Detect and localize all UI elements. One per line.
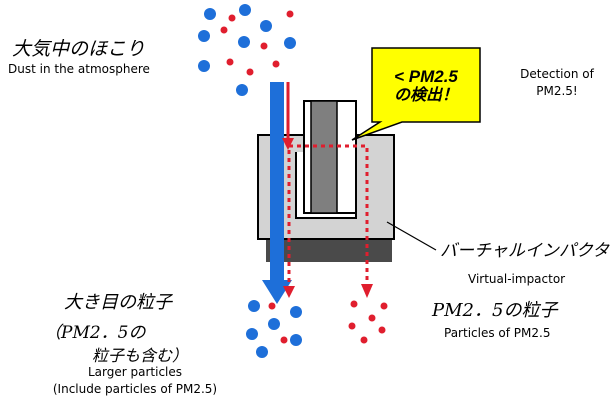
callout-text: < PM2.5 の検出！	[372, 50, 480, 122]
small-particle	[286, 10, 294, 18]
pm25-particles-label-jp: PM2．5の粒子	[432, 300, 558, 321]
dust-particle-cloud	[198, 4, 296, 96]
larger-particles-note-jp-2: 粒子も含む）	[92, 346, 189, 365]
pm25-particle-cluster	[348, 300, 388, 344]
small-particle	[280, 336, 288, 344]
large-particle	[256, 346, 268, 358]
small-particle	[348, 322, 356, 330]
large-particle	[260, 20, 272, 32]
large-particle	[198, 30, 210, 42]
detection-label: Detection of PM2.5!	[512, 66, 602, 101]
detection-line-2: PM2.5!	[536, 84, 578, 99]
impactor-leader-line	[386, 221, 437, 251]
larger-particles-label-jp: 大き目の粒子	[64, 292, 172, 313]
small-particle-side-flow	[289, 144, 369, 288]
large-particle	[198, 60, 210, 72]
impactor-base	[266, 236, 392, 262]
large-particle	[248, 300, 260, 312]
callout-line-1: < PM2.5	[394, 67, 458, 87]
detection-callout	[351, 47, 481, 141]
large-particle	[236, 84, 248, 96]
small-particle	[380, 302, 388, 310]
small-particle-inflow-arrowhead	[282, 138, 294, 150]
large-particle-flow	[270, 82, 284, 282]
small-particle	[246, 68, 254, 76]
callout-balloon	[351, 47, 481, 141]
detection-line-1: Detection of	[520, 67, 594, 81]
large-particle	[238, 36, 250, 48]
large-particle	[239, 4, 251, 16]
small-particle	[368, 314, 376, 322]
large-particle	[268, 318, 280, 330]
pm25-particles-label-en: Particles of PM2.5	[444, 326, 551, 340]
small-particle	[350, 300, 358, 308]
small-particle	[260, 42, 268, 50]
small-particle	[268, 302, 276, 310]
larger-particles-en-line-1: Larger particles	[87, 365, 183, 379]
side-flow-arrowhead	[361, 284, 373, 298]
small-particle	[220, 26, 228, 34]
impactor-label-jp: バーチャルインパクタ	[440, 241, 610, 261]
large-particle	[246, 328, 258, 340]
small-particle	[272, 60, 280, 68]
small-particle	[360, 336, 368, 344]
small-particle	[228, 14, 236, 22]
dust-label-en: Dust in the atmosphere	[8, 62, 150, 76]
large-particle	[284, 37, 296, 49]
callout-line-2: の検出！	[393, 86, 458, 104]
bypass-arrowhead	[283, 286, 295, 298]
small-particle	[378, 326, 386, 334]
large-particle	[204, 8, 216, 20]
nozzle	[310, 100, 338, 214]
dust-label-jp: 大気中のほこり	[12, 38, 146, 60]
impactor-label-en: Virtual-impactor	[468, 272, 566, 286]
large-particle	[290, 306, 302, 318]
flow-lines	[262, 82, 373, 304]
larger-particles-note-jp-1: （PM2．5の	[44, 323, 146, 343]
small-particle	[226, 58, 234, 66]
larger-particles-en-line-2: (Include particles of PM2.5)	[52, 382, 218, 397]
larger-particle-cluster	[246, 300, 302, 358]
larger-particles-label-en: Larger particles (Include particles of P…	[30, 364, 240, 399]
large-particle	[290, 334, 302, 346]
